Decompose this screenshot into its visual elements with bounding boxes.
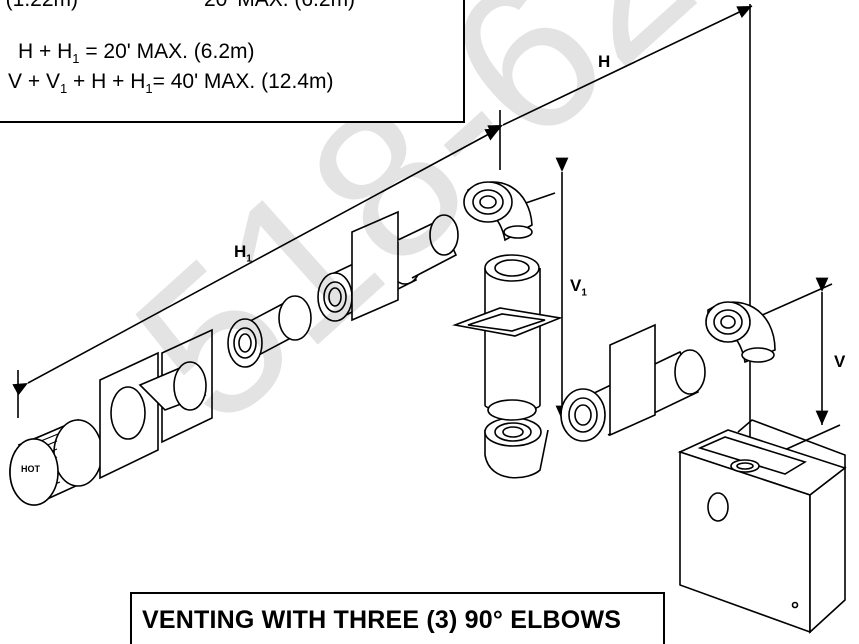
formula-line-0-right: 20' MAX. (6.2m): [204, 0, 355, 12]
lower-pipe-run: [560, 323, 706, 442]
pipe-section-1: [227, 295, 312, 368]
formula-line-0-left: . (1.22m): [0, 0, 78, 12]
vent-termination-cap: [9, 418, 103, 506]
vertical-pipe: [452, 254, 563, 411]
diagram-caption: VENTING WITH THREE (3) 90° ELBOWS: [142, 606, 622, 634]
terminal-hot-label: HOT: [20, 464, 41, 474]
inner-wall-thimble: [138, 328, 213, 444]
dimension-line-h1: [12, 110, 501, 418]
upper-elbow: [463, 181, 533, 242]
lower-elbow: [484, 399, 549, 479]
appliance-elbow: [705, 301, 776, 364]
formula-line-2: V + V1 + H + H1= 40' MAX. (12.4m): [8, 70, 334, 97]
formula-line-1: H + H1 = 20' MAX. (6.2m): [18, 40, 255, 67]
dimension-line-v: [759, 277, 841, 453]
formula-box: . (1.22m) 20' MAX. (6.2m) H + H1 = 20' M…: [0, 0, 465, 123]
caption-box: VENTING WITH THREE (3) 90° ELBOWS: [130, 592, 665, 644]
upper-wall-plate: [351, 210, 459, 322]
dimension-label-v: V: [834, 352, 846, 371]
dimension-label-h1: H1: [234, 242, 252, 265]
stove-appliance: [677, 419, 847, 634]
dimension-label-h: H: [598, 52, 611, 71]
dimension-label-v1: V1: [570, 276, 587, 299]
dimension-line-h: [487, 4, 753, 452]
outer-wall-plate: [99, 351, 159, 480]
